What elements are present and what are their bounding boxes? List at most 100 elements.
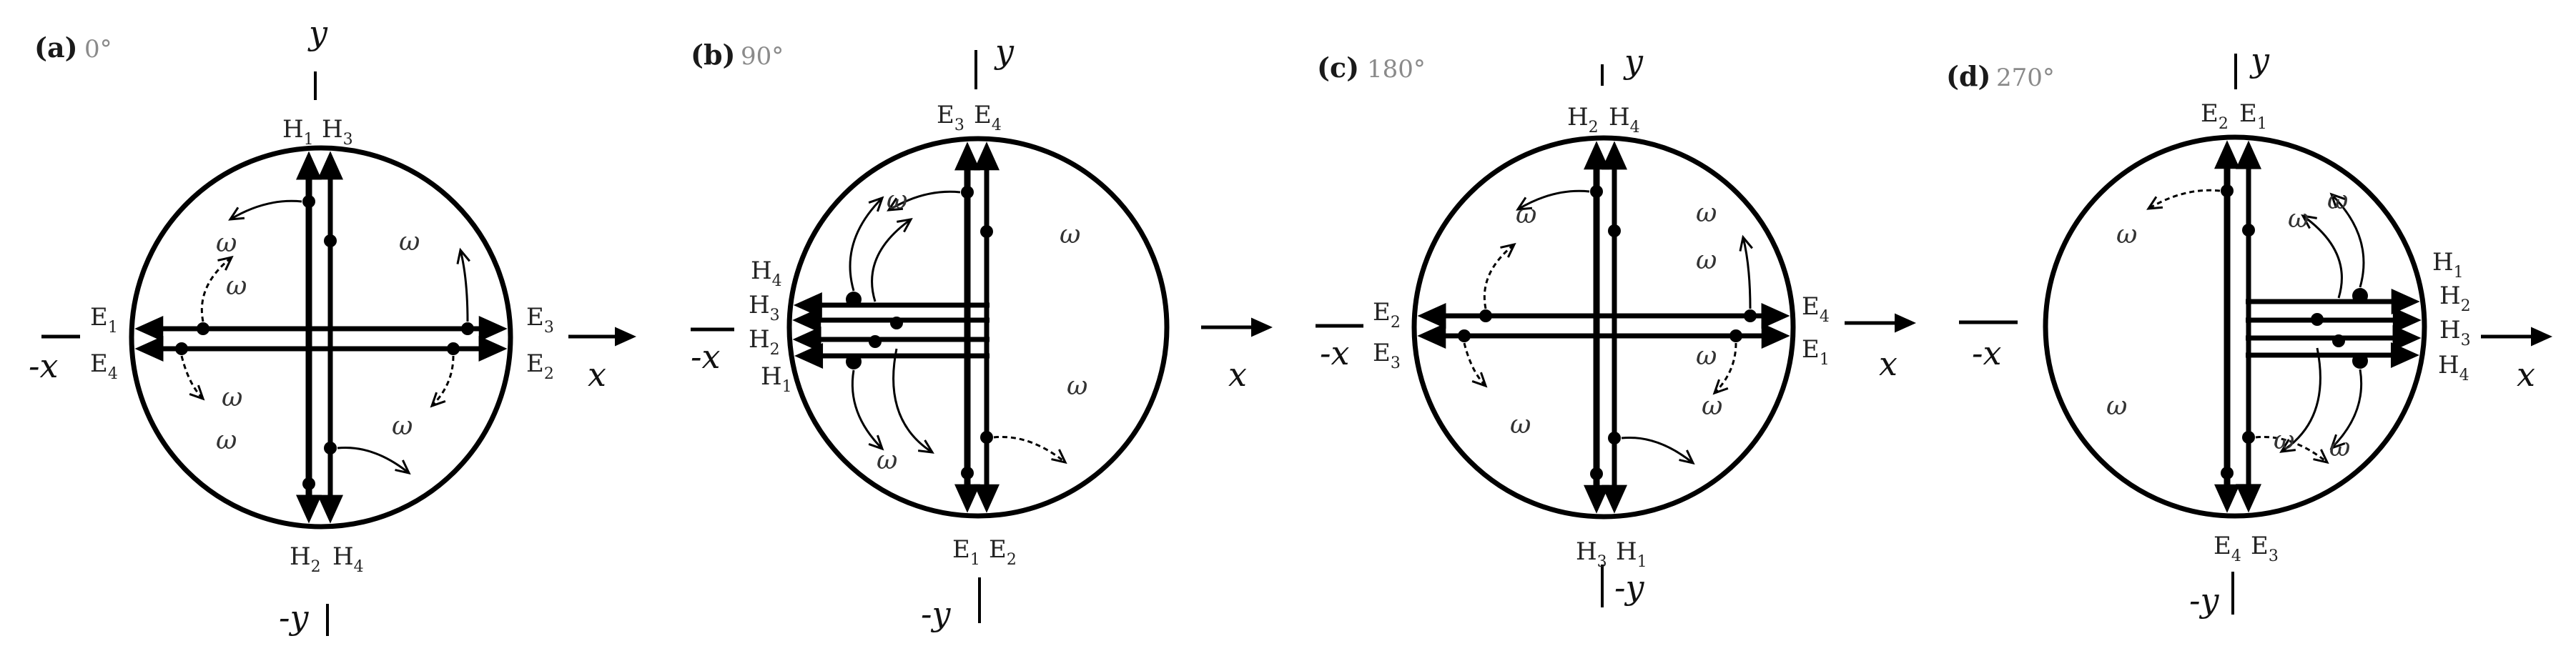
- arrowhead-icon: [1761, 323, 1790, 349]
- field-point-dot: [961, 186, 974, 199]
- field-point-dot: [1590, 185, 1603, 198]
- field-point-dot: [175, 342, 188, 355]
- field-point-dot: [2352, 288, 2368, 304]
- rotation-arrowhead-icon: [2329, 434, 2346, 450]
- field-label-e4: E4: [90, 349, 118, 383]
- omega-rotation-label: ω: [1510, 410, 1531, 439]
- rotation-arrow: [230, 199, 302, 221]
- field-label-e2: E2: [526, 349, 554, 383]
- boundary-circle: [786, 136, 1170, 519]
- rotation-arrow: [888, 190, 961, 212]
- neg-y-axis-label: -y: [1614, 568, 1645, 607]
- field-point-dot: [197, 322, 209, 335]
- field-label-e2: E2: [989, 535, 1017, 569]
- field-point-dot: [2332, 334, 2345, 347]
- arrowhead-icon: [2236, 140, 2261, 169]
- rotation-arrow: [1517, 189, 1590, 211]
- neg-y-axis-label: -y: [2189, 581, 2220, 620]
- boundary-circle: [129, 145, 513, 530]
- rotation-arrowhead-icon: [2146, 196, 2163, 210]
- x-axis-label: x: [588, 355, 606, 394]
- field-point-dot: [1479, 309, 1492, 322]
- y-axis-label: y: [1623, 42, 1644, 81]
- omega-rotation-label: ω: [1696, 246, 1717, 275]
- rotation-arrowhead-icon: [868, 434, 884, 451]
- rotation-arrowhead-icon: [2329, 192, 2346, 209]
- arrowhead-icon: [1761, 303, 1790, 329]
- rotation-arrowhead-icon: [1471, 372, 1488, 388]
- rotation-arrow: [849, 197, 884, 292]
- y-axis-label: y: [2249, 41, 2270, 79]
- field-label-h3: H3: [1576, 537, 1607, 571]
- rotation-arrowhead-icon: [1516, 197, 1533, 211]
- field-point-dot: [324, 234, 337, 247]
- panel-label: (c): [1317, 51, 1359, 84]
- rotation-arrowhead-icon: [395, 459, 411, 475]
- rotation-arrowhead-icon: [2313, 449, 2329, 464]
- arrowhead-icon: [296, 151, 322, 180]
- field-point-dot: [869, 335, 882, 348]
- rotation-arrow: [2148, 189, 2221, 210]
- arrowhead-icon: [615, 327, 636, 347]
- arrowhead-icon: [1584, 484, 1609, 514]
- rotation-arrowhead-icon: [887, 197, 904, 212]
- field-point-dot: [980, 431, 993, 444]
- field-point-dot: [461, 322, 474, 335]
- arrowhead-icon: [1417, 303, 1446, 329]
- field-label-h4: H4: [2438, 351, 2469, 384]
- rotation-arrow: [2330, 369, 2363, 449]
- panel-angle: 180°: [1367, 55, 1426, 84]
- field-label-e4: E4: [974, 101, 1002, 134]
- field-label-h3: H3: [2439, 316, 2471, 349]
- field-label-h2: H2: [290, 542, 321, 576]
- omega-rotation-label: ω: [399, 227, 420, 257]
- rotation-arrow: [459, 249, 469, 322]
- field-label-e3: E3: [1373, 339, 1401, 372]
- omega-rotation-label: ω: [2288, 204, 2309, 234]
- x-axis-label: x: [1228, 355, 1247, 394]
- arrowhead-icon: [2392, 325, 2422, 351]
- arrowhead-icon: [974, 484, 1000, 513]
- omega-rotation-label: ω: [2327, 186, 2348, 215]
- rotation-arrowhead-icon: [1051, 449, 1067, 464]
- panel-angle: 0°: [84, 35, 112, 64]
- field-point-dot: [846, 354, 862, 369]
- field-point-dot: [302, 195, 315, 208]
- boundary-circle: [1411, 135, 1796, 520]
- neg-y-axis-label: -y: [921, 595, 952, 633]
- panel-angle: 90°: [741, 42, 784, 71]
- field-label-e2: E2: [2201, 99, 2229, 133]
- arrowhead-icon: [1602, 141, 1627, 170]
- field-point-dot: [1744, 309, 1757, 322]
- panel-label: (b): [691, 39, 736, 71]
- rotation-arrow: [1463, 342, 1487, 387]
- arrowhead-icon: [2391, 289, 2420, 314]
- x-axis-label: x: [2517, 355, 2535, 394]
- field-label-e1: E1: [90, 303, 118, 337]
- arrowhead-icon: [317, 151, 343, 180]
- omega-rotation-label: ω: [222, 383, 242, 412]
- field-label-h1: H1: [761, 362, 792, 396]
- arrowhead-icon: [2214, 140, 2240, 169]
- arrowhead-icon: [792, 327, 821, 352]
- rotation-arrow: [892, 348, 933, 454]
- arrowhead-icon: [2390, 342, 2419, 368]
- boundary-circle: [2043, 134, 2427, 519]
- rotation-arrowhead-icon: [897, 217, 913, 233]
- field-label-e4: E4: [1802, 292, 1830, 326]
- rotation-arrowhead-icon: [868, 196, 884, 212]
- arrowhead-icon: [2392, 307, 2422, 333]
- rotation-arrow: [993, 435, 1066, 464]
- field-label-h3: H3: [322, 115, 353, 149]
- rotation-arrowhead-icon: [456, 247, 470, 264]
- arrowhead-icon: [954, 141, 980, 171]
- field-point-dot: [2242, 224, 2255, 237]
- field-point-dot: [1458, 329, 1471, 342]
- field-label-e3: E3: [2251, 532, 2279, 565]
- omega-rotation-label: ω: [1696, 342, 1717, 371]
- field-label-e1: E1: [952, 535, 980, 569]
- rotation-arrow: [1483, 243, 1515, 309]
